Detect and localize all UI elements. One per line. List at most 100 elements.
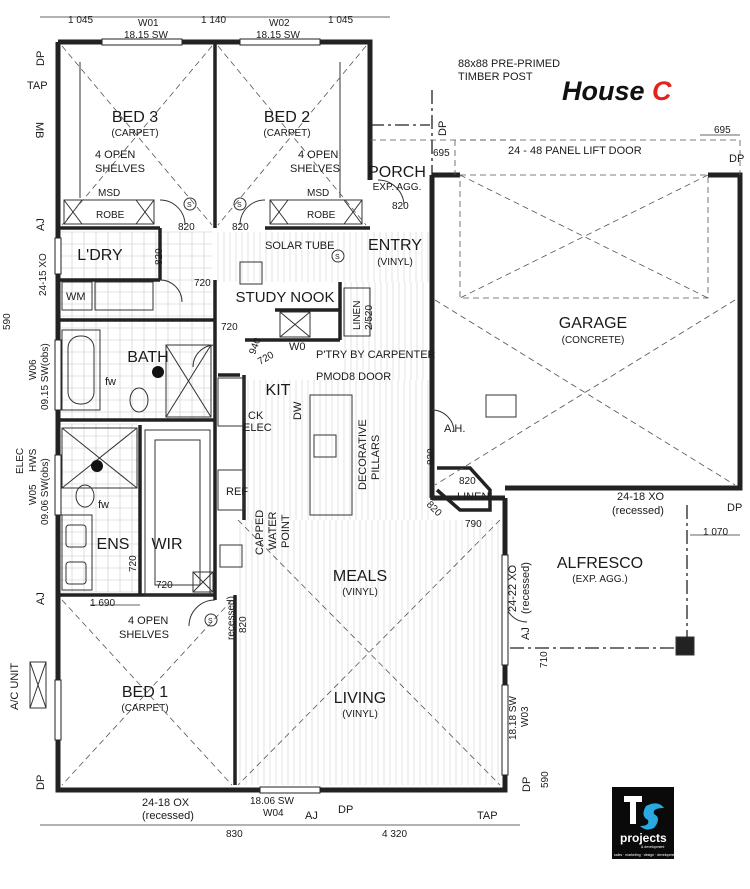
dim-790: 790 [465,519,482,530]
window-w04-id: W04 [263,808,284,819]
note-capped-1: CAPPED [254,510,266,555]
room-floor-porch: EXP. AGG. [373,182,422,193]
note-shelves-bed2-1: 4 OPEN [298,149,338,161]
marker-dp-garage: DP [729,153,744,165]
marker-aj-left-bottom: AJ [35,592,47,605]
note-msd-bed3: MSD [98,188,120,199]
note-elec-hws-2: HWS [28,448,39,472]
note-fw-ens: fw [98,499,109,511]
window-24-22-xo: 24-22 XO [507,564,519,612]
marker-dp-top-left: DP [35,51,47,66]
dim-710: 710 [539,651,550,668]
room-name-bed2: BED 2 [264,109,310,126]
tile-grid [59,231,212,593]
dim-820-bed1: 820 [238,616,249,633]
dim-695-porch: 695 [433,148,450,159]
room-floor-bed3: (CARPET) [111,128,158,139]
dim-1070: 1 070 [703,527,728,538]
cabinetry [29,62,695,709]
room-name-study: STUDY NOOK [236,289,335,306]
room-floor-garage: (CONCRETE) [562,335,625,346]
page-title: House C [562,76,672,106]
window-w06-id: W06 [28,359,39,380]
window-w02-size: 18.15 SW [256,30,300,41]
marker-dp-alfresco: DP [727,502,742,514]
window-recessed-alfresco: (recessed) [612,505,664,517]
note-shelves-bed3-2: SHELVES [95,163,145,175]
note-shelves-bed1-2: SHELVES [119,629,169,641]
note-capped-2: WATER [267,511,279,550]
room-name-meals: MEALS [333,568,387,585]
marker-aj-left-top: AJ [35,218,47,231]
window-recessed-meals: (recessed) [520,562,532,614]
note-wm: WM [66,291,86,303]
smoke-detector-label-3: S [335,254,340,261]
marker-dp-bottom-right: DP [521,777,533,792]
window-w03-id: W03 [520,706,531,727]
dim-820-ah: 820 [426,448,437,465]
note-linen-dim: 2/520 [364,305,375,330]
logo-sub: & development [641,845,664,849]
note-pantry: P'TRY BY CARPENTER [316,349,436,361]
note-pillars-1: DECORATIVE [357,419,369,490]
window-w03-size: 18.18 SW [508,696,519,740]
exhaust-fans [91,366,164,472]
note-elec: ELEC [243,422,272,434]
note-linen: LINEN [352,301,363,330]
window-w05-id: W05 [28,484,39,505]
window-w04-size: 18.06 SW [250,796,294,807]
dim-1140: 1 140 [201,15,226,26]
note-robe-bed2: ROBE [307,210,336,221]
window-24-15-xo: 24-15 XO [38,253,49,296]
toilets [75,387,149,508]
dim-590-left: 590 [2,313,13,330]
ceiling-fans [219,261,517,568]
window-24-18-ox: 24-18 OX [142,797,190,809]
alfresco-outline [370,90,690,650]
room-name-bed1: BED 1 [122,684,168,701]
note-shelves-bed3-1: 4 OPEN [95,149,135,161]
internal-walls [58,42,492,785]
room-name-bed3: BED 3 [112,109,158,126]
marker-dp-porch: DP [437,121,449,136]
window-recessed-bed1: (recessed) [142,810,194,822]
note-pillars-2: PILLARS [370,435,382,480]
dim-1045-right: 1 045 [328,15,353,26]
logo-name: projects [620,831,667,845]
window-w01-id: W01 [138,18,159,29]
dim-720-wir: 720 [156,580,173,591]
dim-820-bed2: 820 [232,222,249,233]
dim-820-angled: 820 [424,499,444,519]
note-ah: A.H. [444,423,465,435]
note-pmod: PMOD8 DOOR [316,371,391,383]
window-24-18-xo: 24-18 XO [617,491,665,503]
page-title-letter: C [652,76,672,106]
note-ck: CK [248,410,264,422]
note-shelves-bed2-2: SHELVES [290,163,340,175]
room-name-garage: GARAGE [559,315,627,332]
door-swings [159,179,528,627]
window-marks [54,38,509,794]
note-msd-bed2: MSD [307,188,329,199]
note-linen2: LINEN [457,491,489,503]
note-dw: DW [292,401,304,420]
dim-590-right: 590 [540,771,551,788]
window-w01-size: 18.15 SW [124,30,168,41]
smoke-detector-label-2: S [237,202,242,209]
note-garage-door: 24 - 48 PANEL LIFT DOOR [508,145,642,157]
window-recessed-bed1-wir: recessed) [226,596,237,640]
room-floor-entry: (VINYL) [377,257,413,268]
dim-830: 830 [226,829,243,840]
company-logo: projects & development sales · marketing… [612,787,677,859]
smoke-detectors [183,197,345,627]
dim-820-porch: 820 [392,201,409,212]
marker-tap-bottom: TAP [477,810,498,822]
smoke-detector-label-4: S [208,618,213,625]
dim-695-top: 695 [714,125,731,136]
logo-background [612,787,674,859]
room-floor-alfresco: (EXP. AGG.) [572,574,627,585]
vinyl-flooring [217,232,499,785]
dim-1045-left: 1 045 [68,15,93,26]
dim-720-laundry: 720 [194,278,211,289]
